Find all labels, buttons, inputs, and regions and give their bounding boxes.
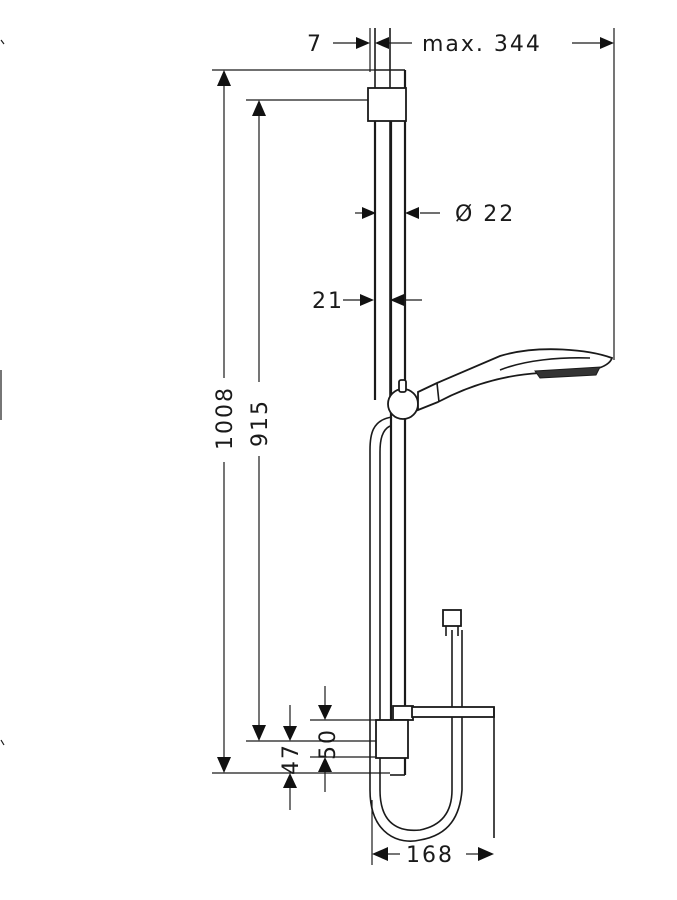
dim-bracket-spacing: 915 <box>248 399 273 447</box>
top-wall-bracket <box>367 87 407 122</box>
dim-offset-top: 7 <box>307 32 323 57</box>
dimension-wall-offset: 21 <box>312 289 422 314</box>
dimension-top: 7 max. 344 <box>307 28 615 360</box>
dim-total-height: 1008 <box>213 386 238 450</box>
dimension-50: 50 <box>310 686 392 792</box>
shower-hose <box>369 416 463 842</box>
dim-rail-diameter: Ø 22 <box>455 202 515 227</box>
dim-max-reach: max. 344 <box>422 32 542 57</box>
dimension-diameter: Ø 22 <box>355 202 515 227</box>
hose-connector <box>442 609 462 636</box>
dim-bottom-47: 47 <box>279 743 304 775</box>
dim-wall-offset: 21 <box>312 289 344 314</box>
shower-holder-slider <box>387 379 419 420</box>
margin-marks <box>0 39 5 746</box>
dim-shelf-width: 168 <box>406 843 454 868</box>
dim-bottom-50: 50 <box>316 728 341 760</box>
soap-shelf <box>392 705 495 838</box>
dimension-total-height: 1008 <box>212 69 390 774</box>
dimension-bracket-spacing: 915 <box>246 99 376 742</box>
hand-shower <box>417 348 614 412</box>
bottom-wall-bracket <box>375 719 409 759</box>
dimension-shelf-width: 168 <box>371 800 494 868</box>
dimension-47: 47 <box>279 705 304 810</box>
